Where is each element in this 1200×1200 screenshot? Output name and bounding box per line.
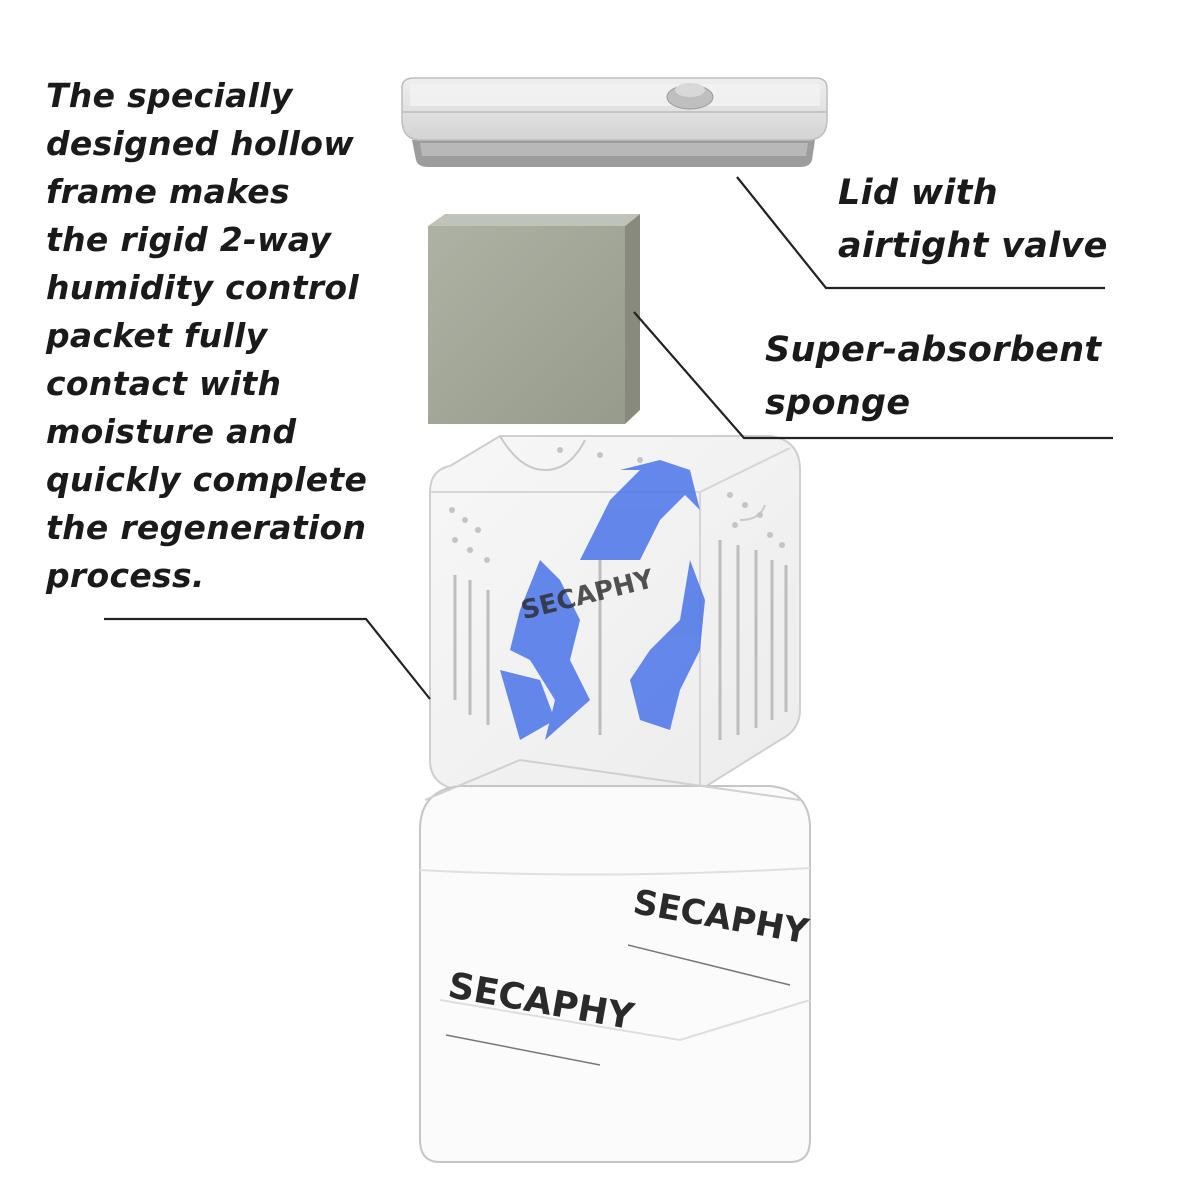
lid bbox=[401, 77, 828, 167]
lid-leader-line bbox=[736, 176, 1105, 290]
recycle-arrows bbox=[500, 460, 705, 740]
jar: SECAPHY SECAPHY bbox=[419, 758, 812, 1163]
sponge-callout-label: Super-absorbent sponge bbox=[765, 330, 1102, 423]
hollow-frame-description: The specially designed hollow frame make… bbox=[46, 76, 368, 595]
frame-leader-line bbox=[104, 617, 431, 700]
lid-gasket-inner bbox=[420, 143, 808, 156]
lid-callout-label: Lid with airtight valve bbox=[838, 173, 1108, 266]
sponge bbox=[428, 214, 640, 424]
sponge-leader-line bbox=[633, 311, 1113, 440]
hollow-frame: SECAPHY bbox=[429, 435, 801, 791]
leader-lines bbox=[104, 176, 1113, 700]
frame-vent-slots bbox=[453, 540, 788, 740]
frame-vent-holes bbox=[449, 447, 785, 563]
